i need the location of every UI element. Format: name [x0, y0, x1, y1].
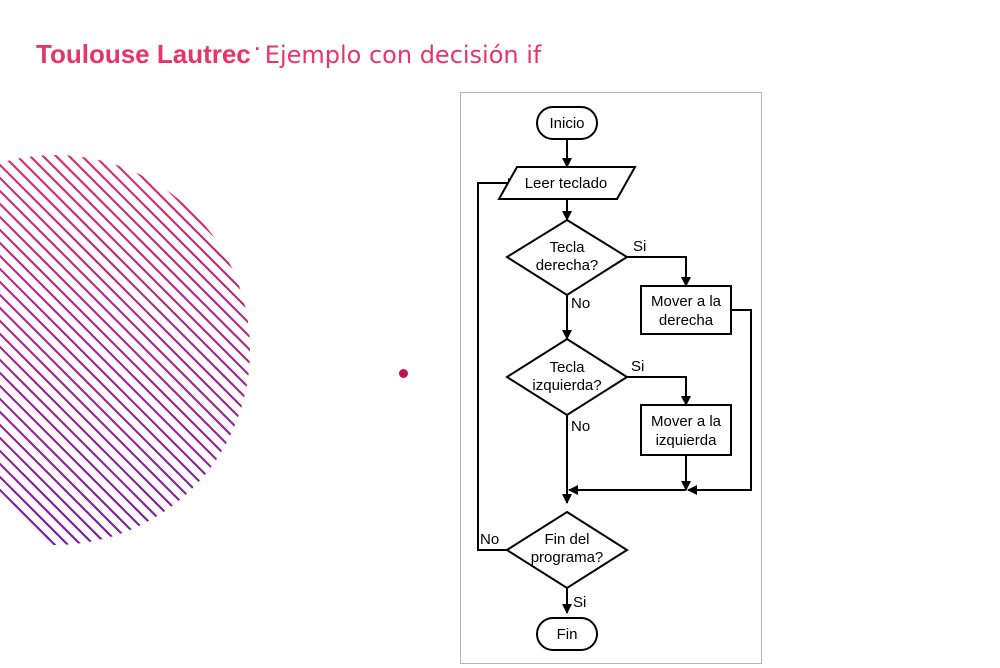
- decorative-stripes: [0, 155, 250, 545]
- decorative-stripe: [2, 155, 250, 545]
- slide-title: Toulouse Lautrec·Ejemplo con decisión if: [36, 36, 541, 75]
- start-label: Inicio: [549, 115, 584, 132]
- label-no-loop: No: [480, 531, 499, 548]
- label-no-left: No: [571, 418, 590, 435]
- decorative-stripe: [132, 155, 250, 545]
- decorative-stripe: [184, 155, 250, 545]
- decision-end-diamond: [505, 510, 629, 590]
- decorative-stripe: [0, 155, 250, 545]
- decorative-stripe: [171, 155, 250, 545]
- action-left-line2: izquierda: [656, 432, 718, 449]
- decorative-stripe: [0, 155, 225, 545]
- decorative-stripe: [0, 155, 250, 545]
- decorative-stripe: [0, 155, 147, 545]
- input-parallelogram: [497, 166, 637, 200]
- brand-name: Toulouse Lautrec: [36, 39, 251, 69]
- decorative-stripe: [106, 155, 250, 545]
- decorative-stripe: [0, 155, 186, 545]
- decorative-stripe: [0, 155, 250, 545]
- connector-yes-left: [627, 376, 691, 406]
- decorative-stripe: [0, 155, 250, 545]
- decorative-stripe: [249, 155, 250, 545]
- decision-end-line1: Fin del: [544, 531, 589, 548]
- decision-right-line2: derecha?: [536, 257, 599, 274]
- decision-end-line2: programa?: [531, 549, 604, 566]
- start-terminal: [536, 106, 598, 140]
- connector-right-action-merge: [687, 309, 752, 495]
- label-yes-left: Si: [631, 358, 644, 375]
- decision-left-line2: izquierda?: [532, 377, 601, 394]
- action-left-line1: Mover a la: [651, 413, 722, 430]
- action-right-line2: derecha: [659, 312, 714, 329]
- decision-right-line1: Tecla: [549, 239, 585, 256]
- decorative-stripe: [0, 155, 250, 545]
- decorative-stripe: [236, 155, 250, 545]
- decorative-stripe: [0, 155, 199, 545]
- action-right-line1: Mover a la: [651, 293, 722, 310]
- decorative-stripe: [0, 155, 173, 545]
- decorative-stripe: [0, 155, 134, 545]
- decision-right-diamond: [505, 218, 629, 297]
- decision-left-diamond: [505, 337, 629, 417]
- decorative-stripe: [0, 155, 250, 545]
- decorative-stripe: [15, 155, 250, 545]
- decorative-stripe: [0, 155, 250, 545]
- decorative-stripe: [0, 155, 121, 545]
- slide-subtitle: Ejemplo con decisión if: [264, 41, 542, 69]
- decorative-stripe: [0, 155, 250, 545]
- end-terminal: [536, 617, 598, 651]
- label-yes-right: Si: [633, 238, 646, 255]
- decorative-stripe: [0, 155, 250, 545]
- decorative-stripe: [0, 155, 250, 545]
- decorative-stripe: [0, 155, 212, 545]
- label-no-right: No: [571, 295, 590, 312]
- decision-left-line1: Tecla: [549, 359, 585, 376]
- flowchart-panel: Inicio Leer teclado Tecla derecha? Mover…: [460, 92, 762, 664]
- flowchart-svg: Inicio Leer teclado Tecla derecha? Mover…: [477, 106, 752, 651]
- title-separator: ·: [254, 39, 261, 59]
- decorative-stripe: [0, 155, 160, 545]
- decorative-stripe: [0, 155, 250, 545]
- decorative-stripe: [28, 155, 250, 545]
- label-yes-end: Si: [573, 594, 586, 611]
- input-label: Leer teclado: [525, 175, 608, 192]
- decorative-stripe: [0, 155, 250, 545]
- end-label: Fin: [557, 626, 578, 643]
- decorative-stripe: [0, 155, 250, 545]
- connector-yes-right: [627, 256, 691, 287]
- connector-loop-back: [477, 178, 518, 551]
- decorative-stripe: [41, 155, 250, 545]
- decorative-stripe: [223, 155, 250, 545]
- action-right-box: [640, 285, 732, 335]
- decorative-stripe: [54, 155, 250, 545]
- action-left-box: [640, 404, 732, 456]
- bullet-point: [399, 369, 408, 378]
- decorative-stripe: [145, 155, 250, 545]
- decorative-stripe: [0, 155, 250, 545]
